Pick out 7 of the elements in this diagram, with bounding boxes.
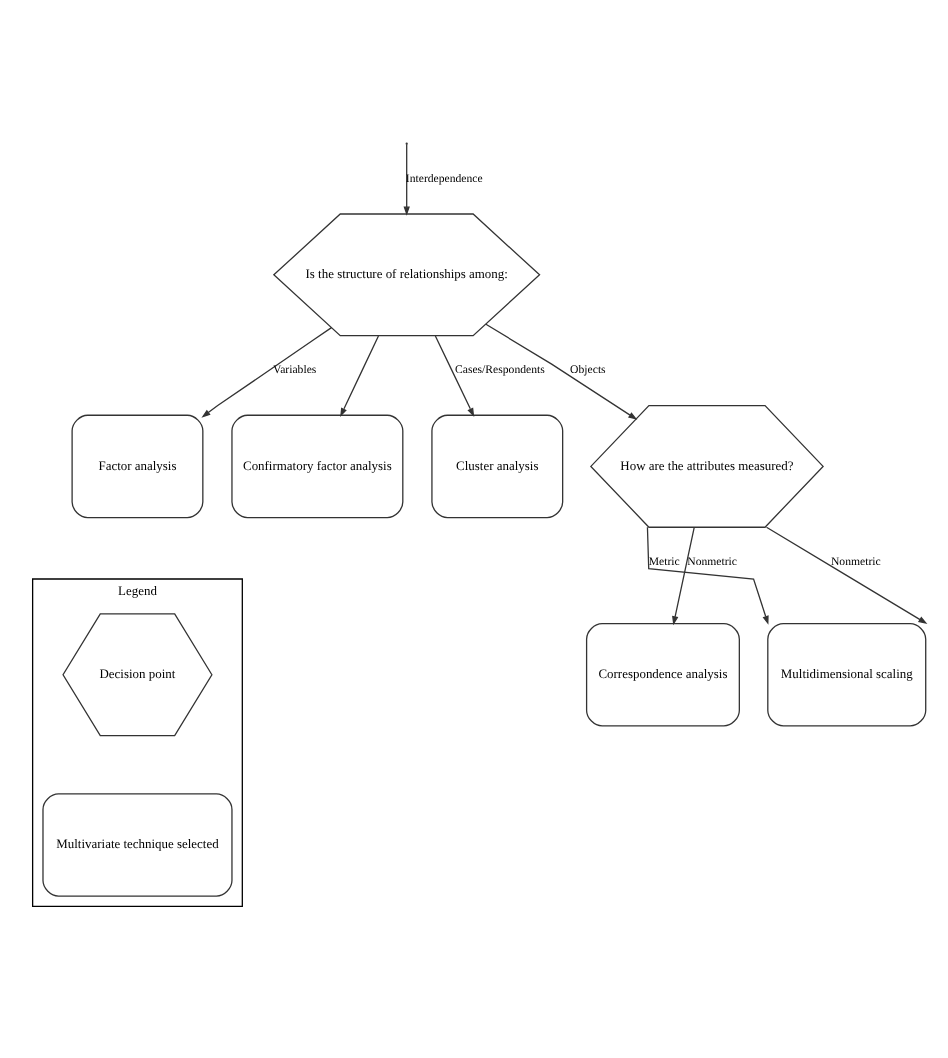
arrow [672,526,695,625]
arrow [485,322,638,419]
arrow [646,525,769,624]
arrow [201,326,333,417]
arrow [765,525,928,623]
arrow [340,334,380,416]
arrow [434,334,475,416]
